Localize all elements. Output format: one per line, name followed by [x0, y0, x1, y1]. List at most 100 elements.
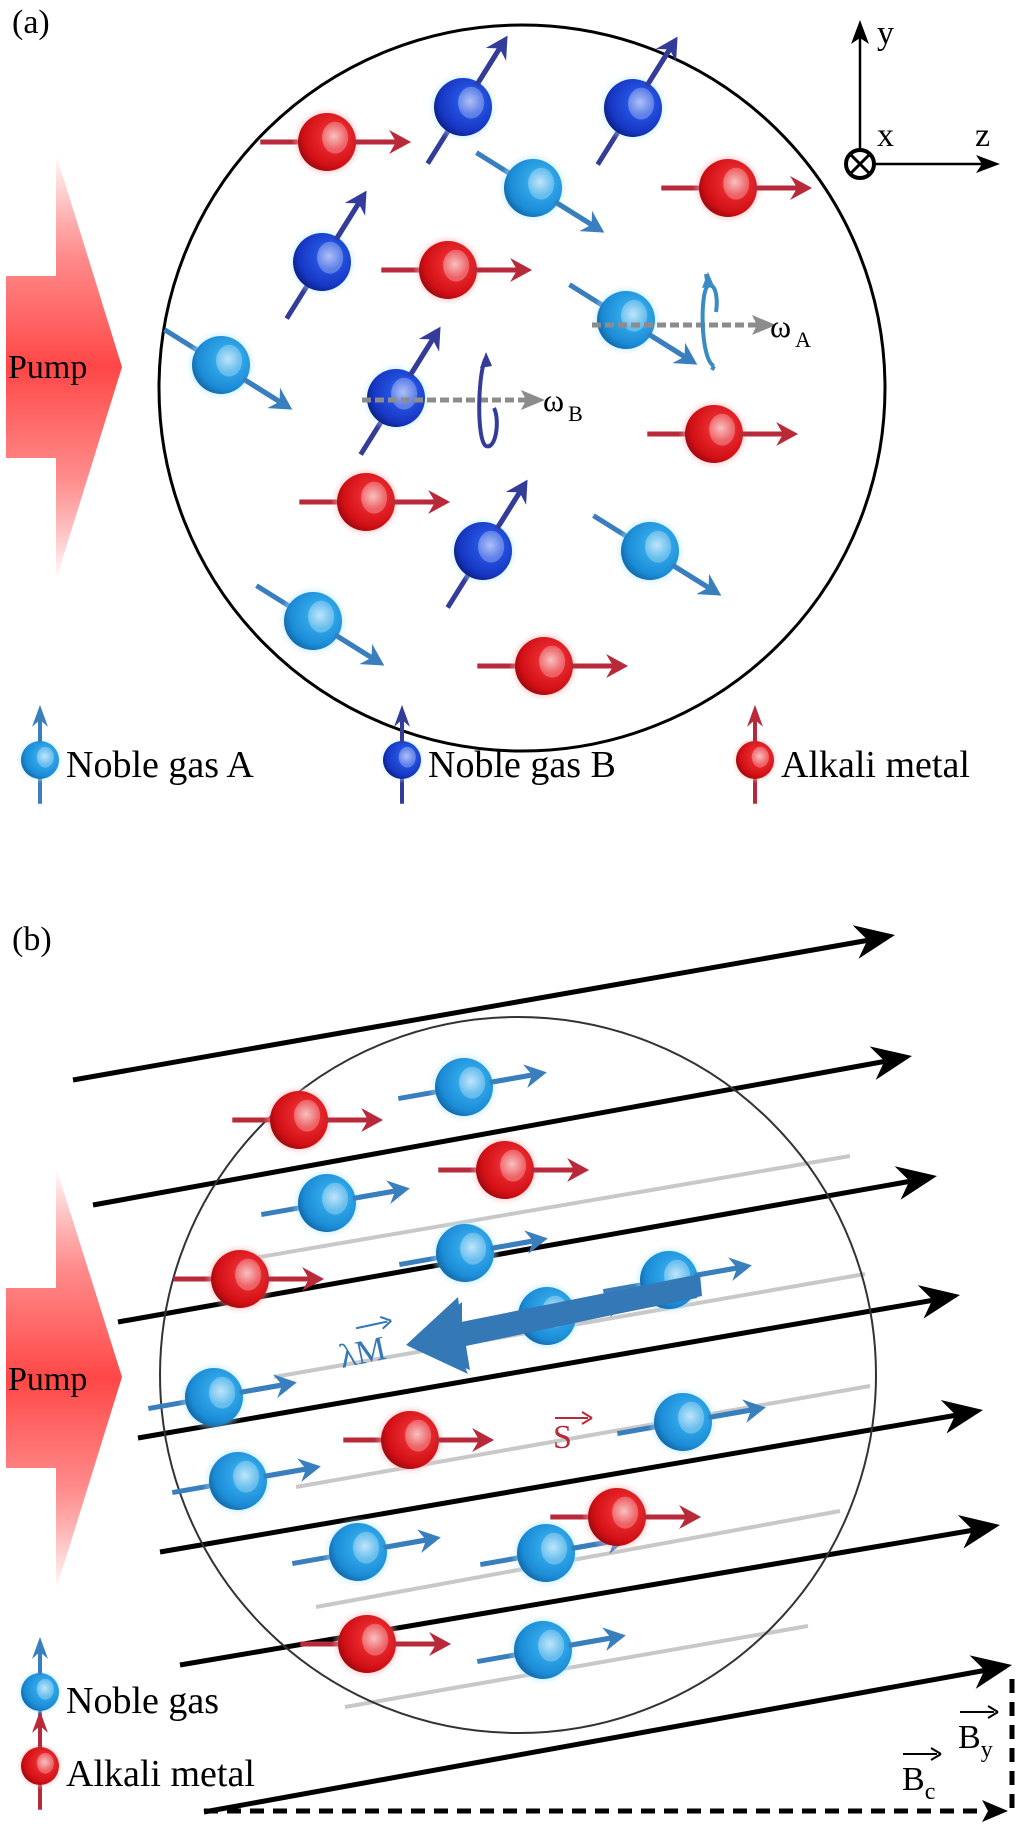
- pump-arrow-b: Pump: [6, 1167, 122, 1590]
- spin-arrow-icon: [790, 176, 813, 200]
- spin-arrow-icon: [606, 654, 629, 678]
- svg-text:ωA: ωA: [770, 308, 811, 352]
- field-line: [159, 1410, 970, 1555]
- field-arrowhead-icon: [869, 1046, 912, 1080]
- legend-icon-noble-b: [378, 704, 426, 804]
- atom-sphere-icon: [185, 1368, 243, 1426]
- omega-b-symbol: ω: [543, 382, 564, 418]
- atom-sphere-icon: [699, 159, 757, 217]
- spin-arrow-icon: [389, 130, 412, 154]
- atom-noble: [616, 1386, 766, 1458]
- atom-sphere-icon: [381, 1411, 439, 1469]
- legend-label-noble-gas-b: Noble gas B: [428, 744, 616, 786]
- field-arrowhead-icon: [957, 1514, 1000, 1549]
- legend-icon-alkali: [731, 704, 779, 804]
- legend-panel-a: Noble gas A Noble gas B Alkali metal: [16, 704, 970, 804]
- atom-noble: [476, 1614, 626, 1686]
- atom-sphere-icon: [504, 159, 562, 217]
- magnetization-vector: M: [352, 1330, 389, 1372]
- atom-alkali: [381, 234, 533, 306]
- legend-label-alkali-metal-b: Alkali metal: [66, 1753, 255, 1795]
- field-arrowhead-icon: [894, 1166, 937, 1200]
- legend-icon-noble-a: [16, 704, 64, 804]
- atom-sphere-icon: [736, 741, 774, 779]
- atom-sphere-icon: [329, 1523, 387, 1581]
- atom-noble-a: [592, 513, 722, 596]
- legend-label-noble-gas-a: Noble gas A: [66, 744, 254, 786]
- field-components: By Bc: [204, 1672, 1015, 1822]
- atom-noble: [147, 1361, 297, 1433]
- omega-a-symbol: ω: [770, 308, 791, 344]
- field-line: [203, 1665, 999, 1815]
- atom-noble: [260, 1167, 410, 1239]
- spin-arrow-icon: [472, 1428, 495, 1452]
- atom-alkali: [260, 106, 412, 178]
- spin-arrow-icon: [267, 387, 293, 410]
- spin-label-s: S: [553, 1411, 593, 1456]
- spin-arrow-icon: [394, 704, 410, 727]
- atom-sphere-icon: [211, 1250, 269, 1308]
- spin-arrow-icon: [655, 36, 678, 62]
- field-line: [92, 1056, 899, 1208]
- atom-alkali: [647, 398, 799, 470]
- spin-arrow-icon: [429, 1632, 452, 1656]
- atom-noble: [398, 1217, 548, 1289]
- atom-sphere-icon: [21, 741, 59, 779]
- spin-arrow-icon: [32, 704, 48, 727]
- panel-a-label: (a): [12, 4, 50, 41]
- atom-sphere-icon: [654, 1393, 712, 1451]
- atom-sphere-icon: [454, 522, 512, 580]
- atom-noble-a: [255, 583, 385, 666]
- spin-arrow-icon: [32, 1636, 48, 1659]
- field-arrowhead-icon: [940, 1400, 983, 1434]
- atom-sphere-icon: [621, 522, 679, 580]
- field-line-inner: [247, 1154, 851, 1261]
- spin-arrow-icon: [418, 326, 441, 352]
- vapor-cell-b: [159, 1016, 877, 1734]
- omega-a-subscript: A: [795, 327, 811, 352]
- atoms-panel-b: [147, 1051, 766, 1686]
- spin-arrow-icon: [32, 1710, 48, 1733]
- atom-noble-b: [595, 36, 678, 166]
- spin-arrow-icon: [359, 643, 385, 666]
- atom-noble-b: [425, 35, 508, 165]
- atom-sphere-icon: [337, 473, 395, 531]
- atom-sphere-icon: [434, 78, 492, 136]
- legend-panel-b: Noble gas Alkali metal: [16, 1636, 255, 1810]
- atoms-panel-a: [163, 35, 813, 702]
- bc-subscript: c: [925, 1779, 936, 1805]
- field-arrowhead-icon: [852, 925, 895, 959]
- atom-noble-a: [568, 282, 698, 365]
- atom-sphere-icon: [298, 113, 356, 171]
- svg-text:By: By: [958, 1719, 993, 1763]
- atom-sphere-icon: [588, 1488, 646, 1546]
- svg-text:Bc: Bc: [902, 1761, 935, 1805]
- legend-icon-alkali-metal: [16, 1710, 64, 1810]
- atom-alkali: [550, 1481, 702, 1553]
- spin-arrow-icon: [505, 479, 528, 505]
- field-arrowhead-icon: [969, 1655, 1012, 1689]
- panel-b: (b) Pump λM S: [6, 921, 1015, 1822]
- vapor-cell-a: [157, 23, 887, 753]
- by-subscript: y: [981, 1737, 993, 1763]
- field-arrowhead-icon: [917, 1285, 960, 1319]
- spin-arrow-icon: [344, 190, 367, 216]
- spin-arrow-icon: [428, 490, 451, 514]
- spin-arrow-icon: [510, 258, 533, 282]
- atom-sphere-icon: [270, 1091, 328, 1149]
- spin-arrow-icon: [302, 1267, 325, 1291]
- spin-arrow-icon: [672, 342, 698, 365]
- atom-noble-a: [475, 150, 605, 233]
- atom-sphere-icon: [21, 1673, 59, 1711]
- atom-sphere-icon: [435, 1058, 493, 1116]
- atom-noble-b: [358, 326, 441, 456]
- spin-arrow-icon: [485, 35, 508, 61]
- atom-alkali: [300, 1608, 452, 1680]
- panel-a: (a) Pump y x z: [6, 4, 1000, 804]
- spin-arrow-icon: [567, 1158, 590, 1182]
- atom-alkali: [477, 630, 629, 702]
- legend-label-alkali-metal-a: Alkali metal: [781, 744, 970, 786]
- field-line: [72, 935, 882, 1083]
- atom-sphere-icon: [21, 1747, 59, 1785]
